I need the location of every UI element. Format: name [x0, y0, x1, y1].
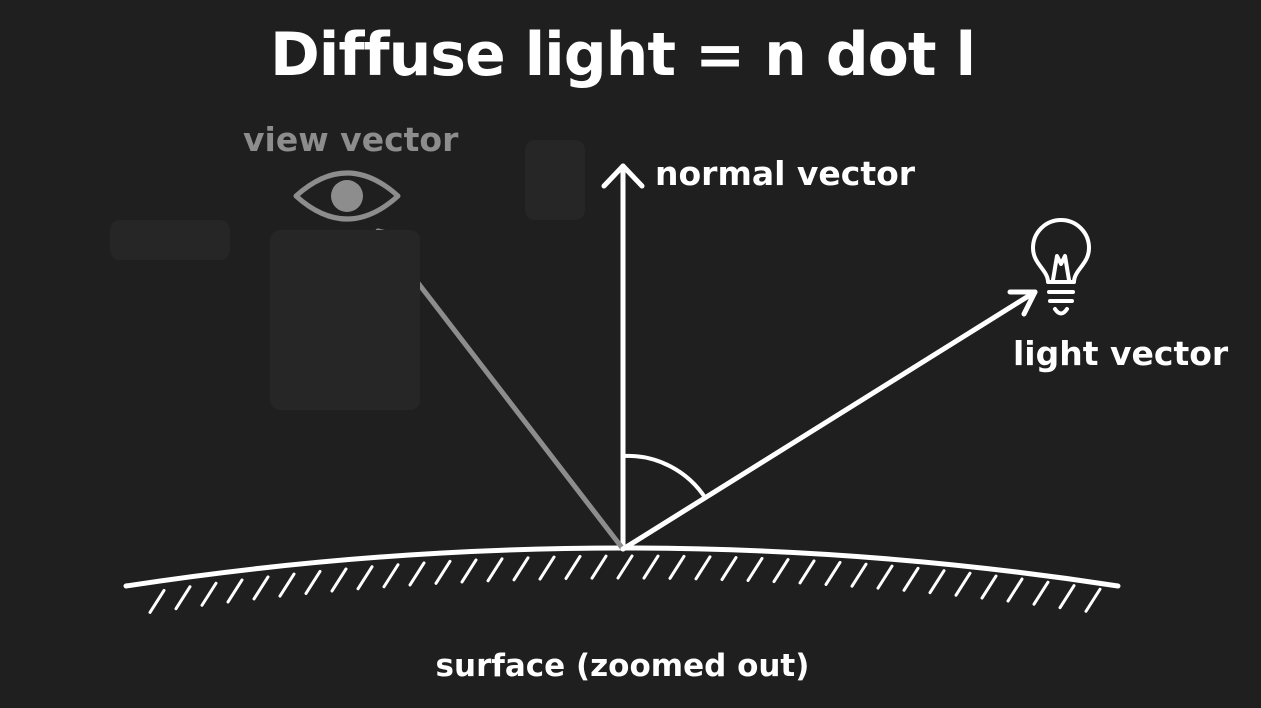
view-vector-label: view vector — [243, 120, 459, 159]
light-vector-arrow — [620, 289, 1038, 552]
background-ghost-shape — [110, 220, 230, 260]
hatch-mark — [694, 555, 712, 581]
hatch-mark — [382, 563, 400, 589]
background-ghost-shape — [270, 230, 420, 410]
hatch-mark — [824, 560, 842, 586]
hatch-mark — [616, 554, 634, 580]
hatch-mark — [330, 567, 348, 593]
hatch-mark — [668, 554, 686, 580]
hatch-mark — [1032, 580, 1050, 606]
hatch-mark — [460, 558, 478, 584]
surface-curve — [123, 545, 1121, 589]
hatch-mark — [1084, 587, 1102, 613]
light-bulb-icon — [1031, 218, 1091, 316]
surface-hatching — [148, 554, 1102, 614]
hatch-mark — [174, 585, 192, 611]
hatch-mark — [590, 554, 608, 580]
hatch-mark — [954, 571, 972, 597]
hatch-mark — [486, 557, 504, 583]
page-title: Diffuse light = n dot l — [269, 20, 976, 90]
hatch-mark — [798, 559, 816, 585]
hatch-mark — [850, 562, 868, 588]
hatch-mark — [512, 556, 530, 582]
hatch-mark — [252, 575, 270, 601]
normal-vector-label: normal vector — [655, 154, 916, 193]
background-ghost-shape — [525, 140, 585, 220]
hatch-mark — [902, 566, 920, 592]
hatch-mark — [928, 569, 946, 595]
hatch-mark — [720, 556, 738, 582]
hatch-mark — [226, 578, 244, 604]
hatch-mark — [564, 554, 582, 580]
hatch-mark — [356, 565, 374, 591]
eye-icon — [293, 170, 401, 222]
hatch-mark — [278, 572, 296, 598]
hatch-mark — [1006, 577, 1024, 603]
hatch-mark — [876, 564, 894, 590]
hatch-mark — [304, 569, 322, 595]
hatch-mark — [746, 556, 764, 582]
angle-arc — [622, 453, 708, 501]
hatch-mark — [434, 559, 452, 585]
hatch-mark — [772, 558, 790, 584]
hatch-mark — [200, 581, 218, 607]
hatch-mark — [980, 574, 998, 600]
light-vector-label: light vector — [1013, 334, 1229, 373]
hatch-mark — [538, 555, 556, 581]
surface-label: surface (zoomed out) — [435, 648, 810, 684]
hatch-mark — [408, 561, 426, 587]
normal-vector-arrow — [601, 163, 645, 552]
hatch-mark — [148, 588, 166, 614]
hatch-mark — [1058, 584, 1076, 610]
hatch-mark — [642, 554, 660, 580]
